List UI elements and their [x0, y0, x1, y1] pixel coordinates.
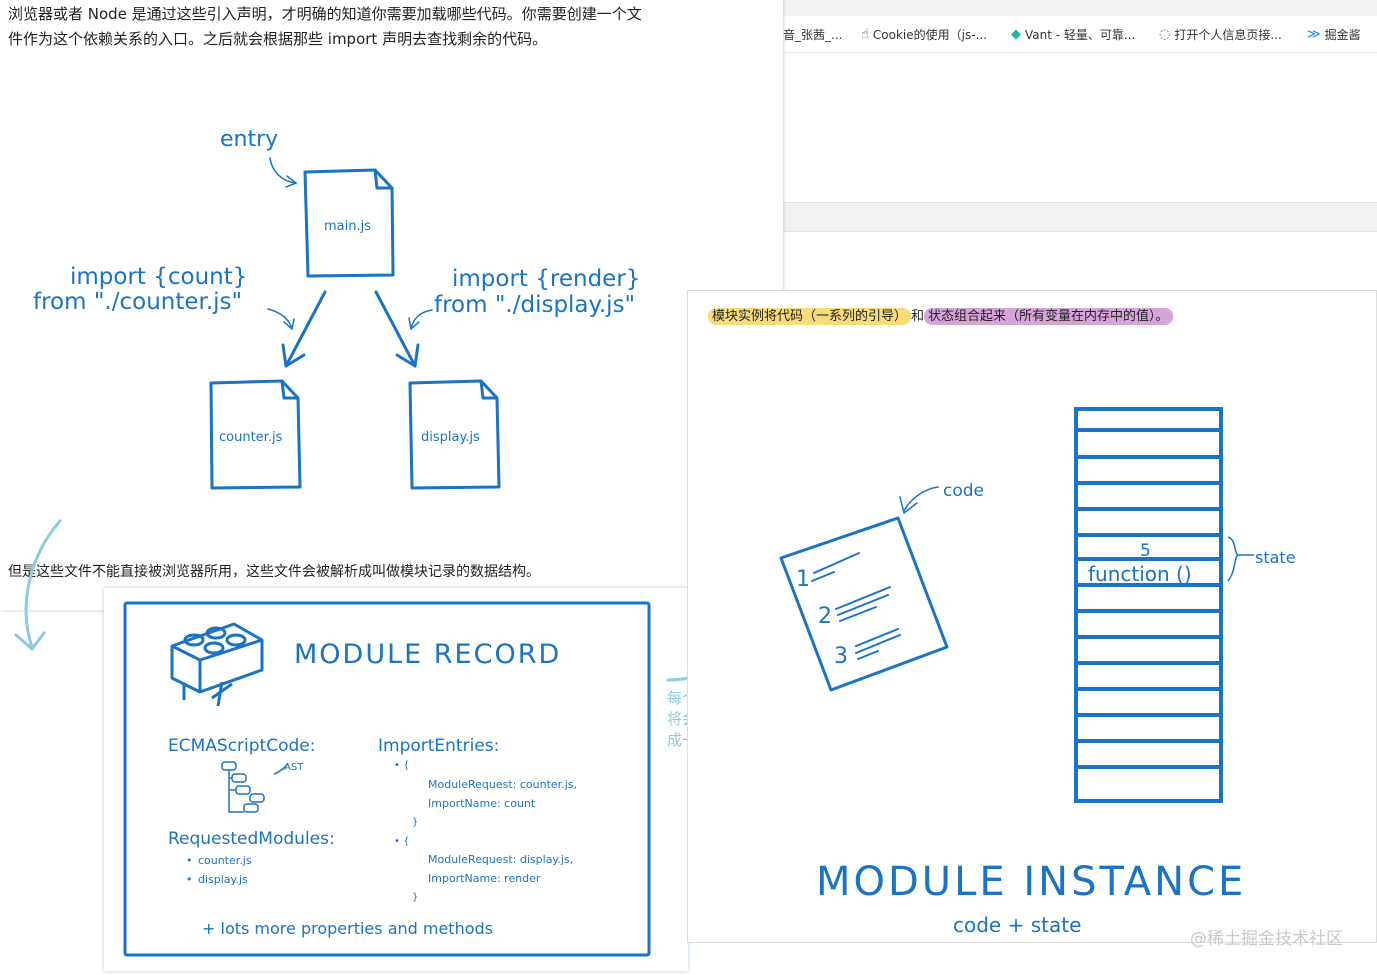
code-sheet — [779, 516, 949, 692]
entry1-name: ImportName: count — [428, 797, 536, 810]
instance-caption: 模块实例将代码（一系列的引导）和状态组合起来（所有变量在内存中的值）。 — [708, 305, 1173, 325]
counter-file-shape — [209, 379, 302, 490]
module-instance-panel: 模块实例将代码（一系列的引导）和状态组合起来（所有变量在内存中的值）。 1 2 … — [687, 290, 1377, 943]
record-frame — [123, 601, 651, 957]
left-import-pointer — [267, 308, 293, 329]
caption-connector: 和 — [911, 309, 925, 324]
bookmark-item[interactable]: 音_张茜_... — [783, 26, 842, 43]
entry2-name: ImportName: render — [428, 872, 541, 885]
bookmarks-bar: 音_张茜_... ☝ Cookie的使用（js-... ◆ Vant - 轻量、… — [783, 16, 1377, 53]
hand-icon: ☝ — [861, 27, 869, 42]
display-file-shape — [408, 379, 501, 490]
paragraph-line: 浏览器或者 Node 是通过这些引入声明，才明确的知道你需要加载哪些代码。你需要… — [8, 5, 642, 23]
entry-label: entry — [220, 127, 278, 152]
caption-highlight-state: 状态组合起来（所有变量在内存中的值）。 — [924, 308, 1173, 325]
ast-tree-icon — [221, 761, 289, 813]
arrow-head — [395, 343, 420, 368]
counter-file-fold — [280, 379, 300, 400]
bookmark-label: Vant - 轻量、可靠... — [1025, 28, 1136, 42]
brace-open: • { — [394, 760, 409, 771]
entry1-request: ModuleRequest: counter.js, — [428, 778, 577, 791]
main-file-fold — [373, 168, 394, 190]
requested-module-2: display.js — [198, 873, 248, 886]
browser-window: 音_张茜_... ☝ Cookie的使用（js-... ◆ Vant - 轻量、… — [783, 0, 1377, 290]
left-import-line-1: import {count} — [70, 264, 247, 290]
right-import-line-2: from "./display.js" — [434, 292, 635, 318]
code-line-number: 1 — [796, 567, 810, 592]
ecmascript-code-label: ECMAScriptCode: — [168, 736, 315, 756]
brace-close: } — [412, 817, 418, 828]
code-label: code — [943, 481, 984, 501]
display-file-fold — [479, 379, 499, 400]
module-record-panel: MODULE RECORD ECMAScriptCode: AST Import… — [104, 588, 688, 971]
vant-icon: ◆ — [1011, 27, 1021, 42]
entry2-request: ModuleRequest: display.js, — [428, 853, 573, 866]
article-panel: 浏览器或者 Node 是通过这些引入声明，才明确的知道你需要加载哪些代码。你需要… — [0, 0, 783, 610]
brace-open: • { — [394, 836, 409, 847]
state-label: state — [1255, 548, 1296, 567]
memory-stack — [1074, 407, 1223, 803]
watermark: @稀土掘金技术社区 — [1190, 929, 1343, 949]
requested-module-1: counter.js — [198, 854, 252, 867]
arrow-to-display — [374, 290, 417, 368]
counter-file-name: counter.js — [219, 430, 283, 445]
left-import-line-2: from "./counter.js" — [33, 289, 242, 315]
main-file-shape — [303, 168, 395, 278]
juejin-icon: ≫ — [1307, 27, 1321, 42]
bookmark-item[interactable]: ≫ 掘金酱 — [1307, 26, 1361, 43]
bullet: • — [186, 854, 193, 867]
display-file-name: display.js — [421, 430, 480, 445]
requested-modules-label: RequestedModules: — [168, 829, 335, 849]
module-record-title: MODULE RECORD — [294, 639, 561, 670]
module-record-figure: MODULE RECORD ECMAScriptCode: AST Import… — [123, 601, 651, 957]
arrow-head — [285, 175, 298, 188]
ast-label: AST — [284, 762, 304, 773]
arrow-head — [281, 343, 306, 368]
curve-arrow-down — [14, 519, 62, 652]
arrow-head — [283, 318, 295, 331]
bookmark-label: 打开个人信息页接... — [1174, 28, 1282, 42]
module-instance-title: MODULE INSTANCE — [816, 859, 1246, 905]
entry-pointer — [269, 157, 296, 184]
code-lines — [811, 486, 939, 660]
module-instance-subtitle: code + state — [953, 913, 1081, 937]
tab-strip — [783, 0, 1377, 16]
code-line-number: 2 — [818, 604, 832, 629]
import-entries-label: ImportEntries: — [378, 736, 499, 756]
bookmark-item[interactable]: ◆ Vant - 轻量、可靠... — [1011, 26, 1135, 43]
arrow-to-counter — [284, 290, 327, 368]
bookmark-item[interactable]: ☝ Cookie的使用（js-... — [861, 26, 987, 43]
right-import-line-1: import {render} — [452, 266, 640, 292]
toolbar-band — [783, 202, 1377, 232]
paragraph-2: 但是这些文件不能直接被浏览器所用，这些文件会被解析成叫做模块记录的数据结构。 — [8, 564, 540, 580]
brace-close: } — [412, 892, 418, 903]
headset-icon: ◌ — [1159, 27, 1171, 42]
bookmark-label: 音_张茜_... — [783, 28, 843, 42]
record-footer: + lots more properties and methods — [202, 919, 493, 938]
state-brace — [1227, 536, 1254, 582]
arrow-head — [408, 317, 420, 331]
state-function: function () — [1088, 562, 1192, 586]
caption-highlight-code: 模块实例将代码（一系列的引导） — [708, 308, 912, 325]
bookmark-item[interactable]: ◌ 打开个人信息页接... — [1159, 26, 1282, 43]
code-line-number: 3 — [834, 644, 848, 669]
main-file-name: main.js — [324, 219, 371, 234]
state-value: 5 — [1140, 541, 1151, 561]
bullet: • — [186, 873, 193, 886]
bookmark-label: 掘金酱 — [1324, 28, 1361, 42]
right-import-pointer — [410, 309, 433, 329]
dependency-diagram: entry main.js import {count} from "./cou… — [33, 127, 640, 490]
lego-brick-icon — [170, 622, 264, 707]
paragraph-line: 件作为这个依赖关系的入口。之后就会根据那些 import 声明去查找剩余的代码。 — [8, 30, 548, 48]
module-instance-figure: 1 2 3 code 5 function () state MODULE IN… — [779, 407, 1296, 937]
bookmark-label: Cookie的使用（js-... — [872, 28, 988, 42]
